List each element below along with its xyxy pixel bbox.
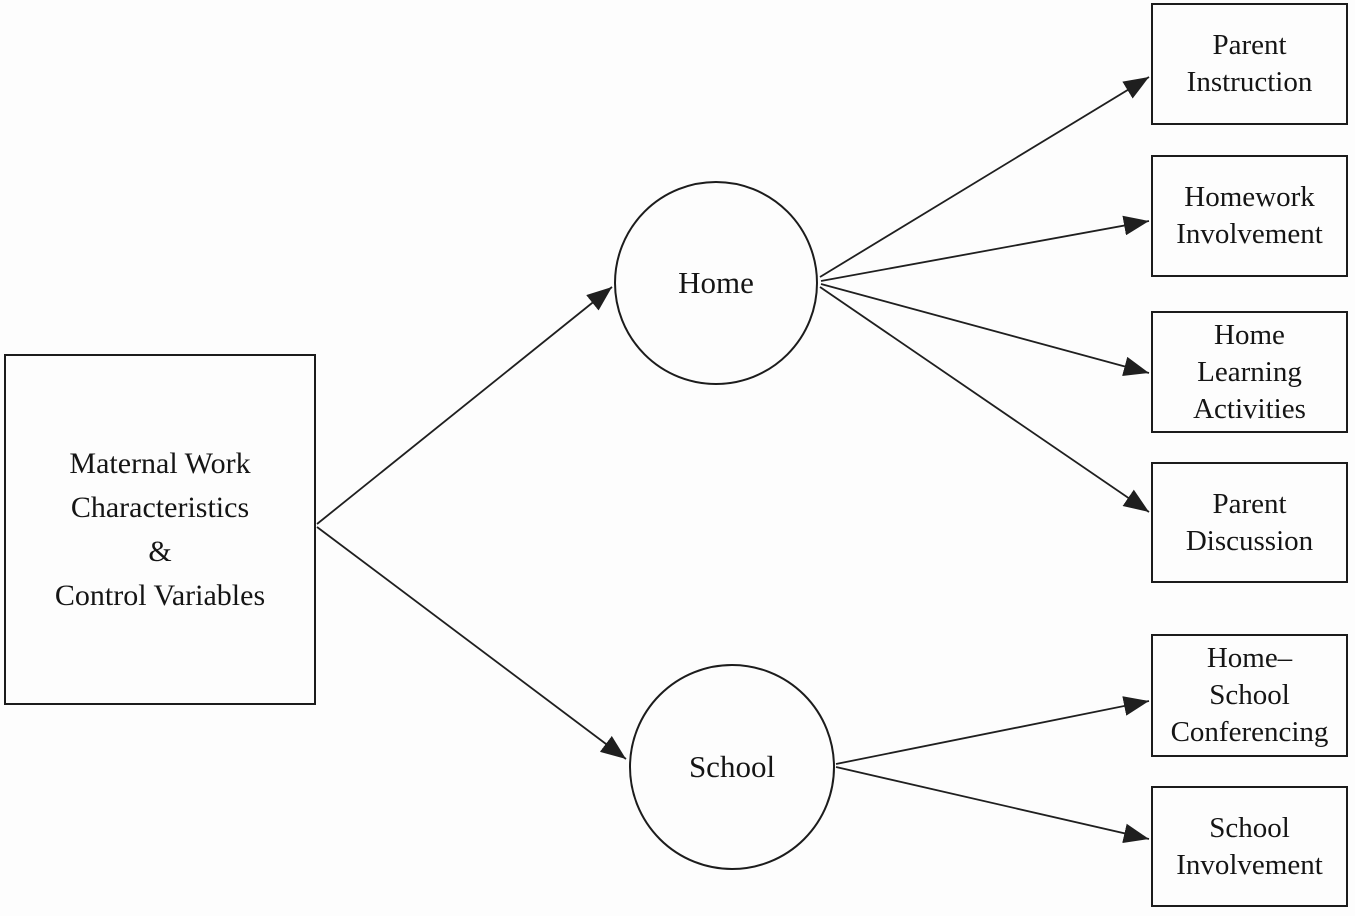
edge-home-to-parent-discussion [819,286,1150,513]
edge-home-to-parent-instruction [819,76,1150,278]
latent-node-home-label: Home [678,265,754,300]
indicator-box-homework-involvement: Homework Involvement [1151,155,1348,277]
source-box-maternal-work-control-variables: Maternal Work Characteristics & Control … [4,354,316,705]
edge-school-to-school-involvement [835,766,1150,843]
indicator-label: Homework Involvement [1176,181,1323,250]
latent-node-home: Home [614,181,818,385]
latent-node-school: School [629,664,835,870]
latent-node-school-label: School [688,749,776,784]
indicator-box-parent-discussion: Parent Discussion [1151,462,1348,583]
edge-source-to-school [316,526,627,760]
indicator-label: Parent Discussion [1185,487,1314,557]
edge-school-to-home-school-conferencing [835,696,1150,765]
indicator-box-home-school-conferencing: Home– School Conferencing [1151,634,1348,757]
indicator-label: Parent Instruction [1186,29,1313,98]
indicator-label: School Involvement [1176,811,1323,881]
indicator-box-home-learning-activities: Home Learning Activities [1151,311,1348,433]
indicator-box-parent-instruction: Parent Instruction [1151,3,1348,125]
edge-source-to-home [316,286,613,525]
source-box-label: Maternal Work Characteristics & Control … [54,446,266,612]
indicator-label: Home Learning Activities [1193,318,1306,425]
indicator-label: Home– School Conferencing [1170,642,1329,748]
edge-home-to-homework-involvement [820,215,1150,282]
indicator-box-school-involvement: School Involvement [1151,786,1348,907]
edge-home-to-home-learning-activities [820,283,1150,376]
